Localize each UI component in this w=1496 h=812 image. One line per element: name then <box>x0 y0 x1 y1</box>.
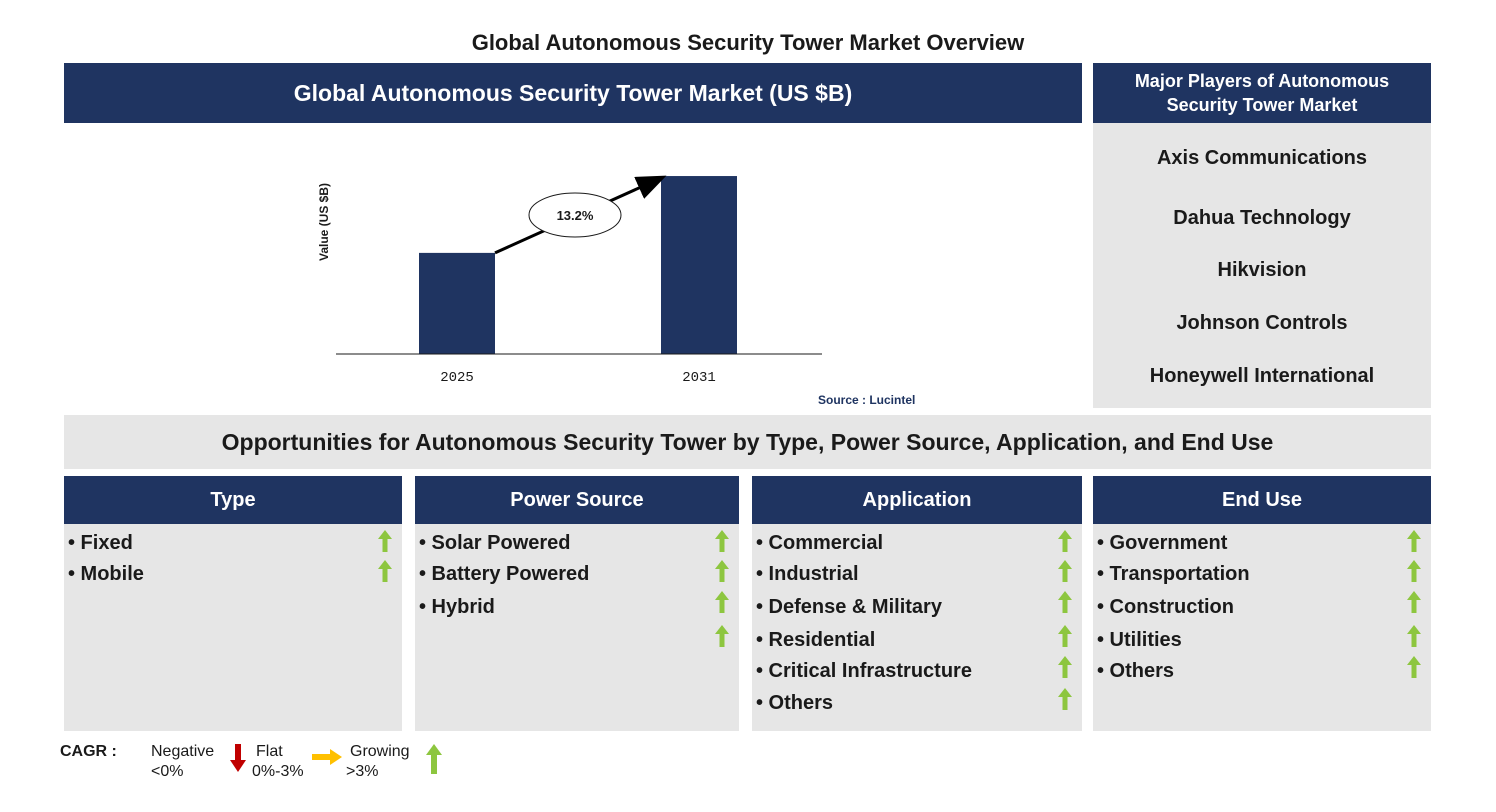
segment-item: • Others <box>1097 660 1175 682</box>
chart-header: Global Autonomous Security Tower Market … <box>64 63 1082 123</box>
up-arrow-icon <box>1407 591 1421 613</box>
segment-body: • Government • Transportation • Constructi… <box>1093 524 1431 731</box>
legend-negative-range: <0% <box>151 763 184 780</box>
y-axis-label: Value (US $B) <box>317 183 331 261</box>
source-note: Source : Lucintel <box>818 393 916 407</box>
up-arrow-icon <box>426 744 442 774</box>
legend-flat-name: Flat <box>256 743 283 760</box>
page-title: Global Autonomous Security Tower Market … <box>471 30 1025 55</box>
segment-item: • Others <box>756 692 834 714</box>
legend-label: CAGR : <box>60 743 117 760</box>
player-item: Dahua Technology <box>1173 207 1351 229</box>
up-arrow-icon <box>1407 560 1421 582</box>
segment-body: • Solar Powered • Battery Powered • Hybrid <box>415 524 739 731</box>
segment-body: • Fixed • Mobile <box>64 524 402 731</box>
flat-arrow-icon <box>312 749 342 765</box>
segment-item: • Transportation <box>1097 563 1250 585</box>
up-arrow-icon <box>715 560 729 582</box>
segment-item: • Fixed <box>68 532 133 554</box>
cagr-label: 13.2% <box>557 208 594 223</box>
segment-header: Type <box>64 476 402 524</box>
cagr-bubble <box>528 192 622 238</box>
up-arrow-icon <box>378 530 392 552</box>
bar-2031 <box>661 176 737 354</box>
down-arrow-icon <box>230 744 246 772</box>
legend-growing-range: >3% <box>346 763 379 780</box>
bar-2025 <box>419 252 495 354</box>
player-item: Honeywell International <box>1149 365 1375 387</box>
legend-growing-name: Growing <box>350 743 410 760</box>
up-arrow-icon <box>715 591 729 613</box>
segment-item: • Defense & Military <box>756 596 942 618</box>
up-arrow-icon <box>1407 656 1421 678</box>
segment-header: End Use <box>1093 476 1431 524</box>
up-arrow-icon <box>1058 688 1072 710</box>
segment-item: • Commercial <box>756 532 884 554</box>
segment-item: • Government <box>1097 532 1228 554</box>
x-tick-label: 2031 <box>682 370 716 386</box>
up-arrow-icon <box>1058 591 1072 613</box>
segment-item: • Solar Powered <box>419 532 571 554</box>
player-item: Axis Communications <box>1156 147 1368 169</box>
segment-item: • Industrial <box>756 563 859 585</box>
segment-item: • Hybrid <box>419 596 495 618</box>
players-header: Major Players of Autonomous Security Tow… <box>1093 63 1431 123</box>
player-item: Hikvision <box>1217 259 1307 281</box>
segment-item: • Mobile <box>68 563 144 585</box>
x-tick-label: 2025 <box>440 370 474 386</box>
legend-flat-range: 0%-3% <box>252 763 304 780</box>
player-item: Johnson Controls <box>1176 312 1348 334</box>
up-arrow-icon <box>1058 656 1072 678</box>
segment-item: • Residential <box>756 629 876 651</box>
segment-item: • Battery Powered <box>419 563 590 585</box>
segment-item: • Construction <box>1097 596 1234 618</box>
up-arrow-icon <box>715 625 729 647</box>
up-arrow-icon <box>1058 560 1072 582</box>
up-arrow-icon <box>1407 530 1421 552</box>
segment-header: Power Source <box>415 476 739 524</box>
legend-negative-name: Negative <box>151 743 215 760</box>
up-arrow-icon <box>378 560 392 582</box>
players-list: Axis Communications Dahua Technology Hik… <box>1093 123 1431 408</box>
up-arrow-icon <box>715 530 729 552</box>
segment-item: • Critical Infrastructure <box>756 660 972 682</box>
up-arrow-icon <box>1058 530 1072 552</box>
segment-header: Application <box>752 476 1082 524</box>
up-arrow-icon <box>1407 625 1421 647</box>
segment-body: • Commercial • Industrial • Defense & Mili… <box>752 524 1082 731</box>
segment-item: • Utilities <box>1097 629 1182 651</box>
up-arrow-icon <box>1058 625 1072 647</box>
opportunities-title: Opportunities for Autonomous Security To… <box>64 415 1431 469</box>
bar-chart: Value (US $B) 2025 2031 13.2% <box>317 175 822 386</box>
